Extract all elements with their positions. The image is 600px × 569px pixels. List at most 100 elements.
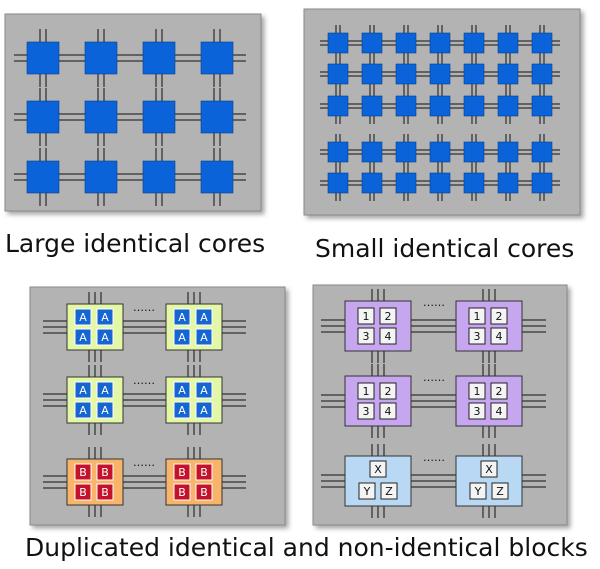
block-label: A bbox=[79, 404, 87, 417]
label-box-a bbox=[96, 381, 114, 399]
small-core bbox=[327, 63, 349, 85]
small-core bbox=[463, 32, 485, 54]
small-core bbox=[463, 141, 485, 163]
block-label: A bbox=[79, 311, 87, 324]
label-box-b bbox=[96, 483, 114, 501]
label-box-a bbox=[173, 401, 191, 419]
block-label: A bbox=[101, 384, 109, 397]
block-N bbox=[344, 375, 412, 427]
block-label: A bbox=[200, 311, 208, 324]
block-label: 1 bbox=[474, 310, 481, 323]
label-box-a bbox=[74, 381, 92, 399]
block-label: 1 bbox=[363, 310, 370, 323]
small-core bbox=[463, 63, 485, 85]
block-label: B bbox=[178, 466, 186, 479]
label-box-a bbox=[195, 381, 213, 399]
block-label: 4 bbox=[385, 405, 392, 418]
small-core bbox=[361, 95, 383, 117]
label-box-a bbox=[173, 328, 191, 346]
label-box-x bbox=[369, 460, 387, 478]
large-cores-grid bbox=[14, 29, 246, 206]
large-core bbox=[200, 100, 234, 134]
label-box-x bbox=[480, 460, 498, 478]
block-label: A bbox=[79, 331, 87, 344]
label-box-a bbox=[96, 308, 114, 326]
block-label: 4 bbox=[496, 405, 503, 418]
label-box-n bbox=[490, 307, 508, 325]
ellipsis-connector: …… bbox=[133, 374, 155, 387]
block-label: 4 bbox=[496, 330, 503, 343]
small-core bbox=[531, 32, 553, 54]
block-label: A bbox=[178, 404, 186, 417]
block-label: B bbox=[79, 486, 87, 499]
large-core bbox=[26, 41, 60, 75]
block-label: 3 bbox=[363, 330, 370, 343]
label-box-a bbox=[96, 328, 114, 346]
block-label: A bbox=[200, 384, 208, 397]
small-core bbox=[531, 95, 553, 117]
small-core bbox=[395, 141, 417, 163]
label-box-n bbox=[379, 402, 397, 420]
label-box-a bbox=[195, 308, 213, 326]
label-box-a bbox=[195, 328, 213, 346]
small-core bbox=[531, 63, 553, 85]
ellipsis-connector: …… bbox=[423, 451, 445, 464]
block-label: 2 bbox=[385, 310, 392, 323]
label-box-b bbox=[173, 463, 191, 481]
small-core bbox=[497, 141, 519, 163]
label-box-a bbox=[74, 401, 92, 419]
small-core bbox=[497, 172, 519, 194]
label-box-n bbox=[468, 402, 486, 420]
block-label: B bbox=[200, 466, 208, 479]
label-box-a bbox=[74, 308, 92, 326]
ellipsis-connector: …… bbox=[133, 456, 155, 469]
block-label: Z bbox=[496, 485, 504, 498]
label-box-x bbox=[380, 482, 398, 500]
block-label: A bbox=[200, 331, 208, 344]
small-core bbox=[395, 172, 417, 194]
ellipsis-connector: …… bbox=[133, 301, 155, 314]
label-box-a bbox=[74, 328, 92, 346]
block-label: A bbox=[178, 311, 186, 324]
label-box-n bbox=[379, 382, 397, 400]
small-core bbox=[531, 172, 553, 194]
label-box-b bbox=[195, 463, 213, 481]
caption-large-cores: Large identical cores bbox=[5, 229, 265, 258]
block-label: 2 bbox=[496, 310, 503, 323]
small-core bbox=[395, 32, 417, 54]
block-label: 3 bbox=[363, 405, 370, 418]
label-box-b bbox=[173, 483, 191, 501]
small-core bbox=[497, 32, 519, 54]
block-label: X bbox=[374, 463, 382, 476]
label-box-n bbox=[379, 327, 397, 345]
small-core bbox=[327, 141, 349, 163]
label-box-x bbox=[358, 482, 376, 500]
small-core bbox=[429, 63, 451, 85]
large-core bbox=[26, 100, 60, 134]
small-core bbox=[361, 141, 383, 163]
small-core bbox=[361, 32, 383, 54]
label-box-n bbox=[490, 382, 508, 400]
large-core bbox=[200, 160, 234, 194]
label-box-a bbox=[96, 401, 114, 419]
small-core bbox=[429, 141, 451, 163]
label-box-b bbox=[74, 463, 92, 481]
label-box-n bbox=[468, 307, 486, 325]
caption-small-cores: Small identical cores bbox=[315, 234, 574, 263]
label-box-b bbox=[195, 483, 213, 501]
block-label: A bbox=[101, 404, 109, 417]
label-box-n bbox=[490, 402, 508, 420]
label-box-b bbox=[74, 483, 92, 501]
large-core bbox=[26, 160, 60, 194]
block-N bbox=[455, 300, 523, 352]
block-label: 1 bbox=[474, 385, 481, 398]
large-core bbox=[142, 41, 176, 75]
block-N bbox=[344, 300, 412, 352]
label-box-n bbox=[357, 382, 375, 400]
large-core bbox=[200, 41, 234, 75]
block-label: B bbox=[101, 466, 109, 479]
large-core bbox=[84, 160, 118, 194]
